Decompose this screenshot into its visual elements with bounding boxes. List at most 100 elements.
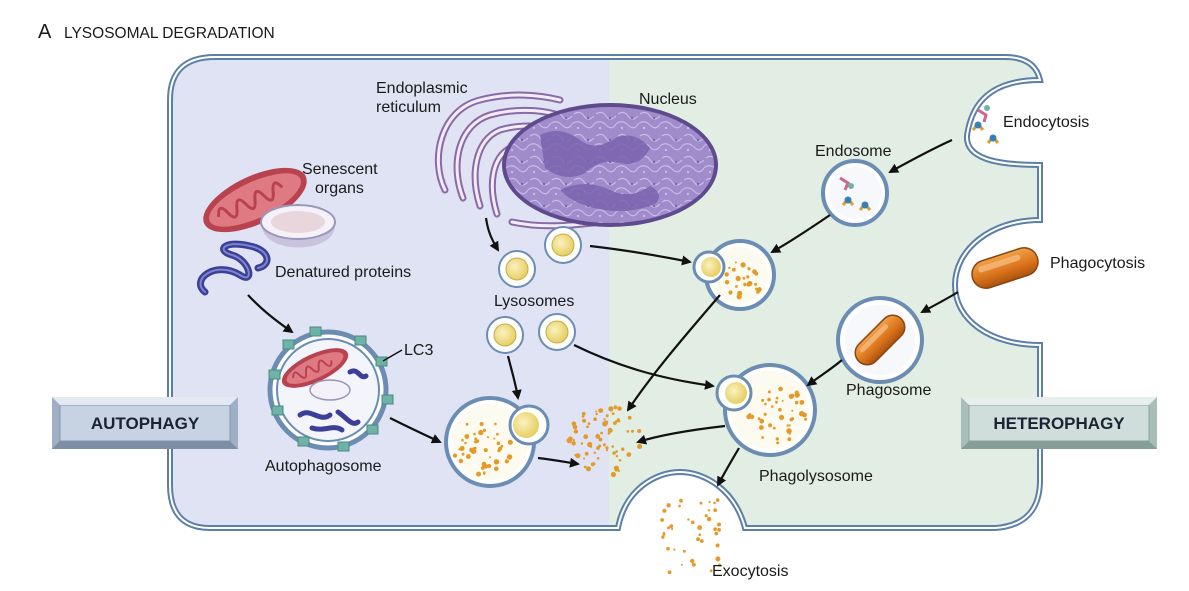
degradation-dot	[791, 393, 795, 397]
degradation-dot	[459, 446, 465, 451]
degradation-dot	[572, 438, 575, 442]
degradation-dot	[763, 412, 767, 416]
arrow	[636, 424, 726, 445]
degradation-dot	[754, 271, 759, 276]
degradation-dot	[605, 414, 609, 418]
exocytosis-dot	[697, 525, 702, 530]
lc3-markers	[268, 326, 394, 452]
degradation-dot	[754, 282, 758, 286]
degradation-dot	[507, 439, 513, 445]
degradation-dot	[749, 414, 755, 419]
exocytosis-dot	[709, 569, 713, 573]
exocytosis-dot	[692, 562, 696, 567]
degradation-dot	[598, 437, 603, 442]
exocytosis-dot	[713, 501, 716, 505]
exocytosis-dot	[673, 548, 676, 551]
autophagy-box-label: AUTOPHAGY	[91, 414, 200, 433]
degradation-dot	[497, 446, 503, 451]
degradation-dot	[615, 450, 618, 453]
degradation-dot	[621, 447, 625, 451]
degradation-dot	[598, 409, 601, 412]
degradation-dot	[761, 436, 764, 439]
exocytosis-dot	[717, 522, 721, 527]
degradation-dot	[586, 466, 591, 472]
exocytosis-dot	[717, 528, 721, 532]
lysosomes	[486, 226, 582, 354]
arrow	[717, 447, 740, 487]
degradation-dot	[605, 446, 609, 450]
degradation-dot	[494, 466, 499, 472]
label-senescent-line1: Senescent	[302, 161, 378, 178]
label-autophagosome: Autophagosome	[265, 458, 382, 475]
exocytosis-dot	[715, 543, 720, 548]
degradation-dot	[581, 415, 585, 418]
lysosome	[486, 316, 524, 354]
exocytosis-dot	[708, 500, 711, 504]
label-lysosomes: Lysosomes	[494, 293, 574, 310]
label-endosome: Endosome	[815, 143, 892, 160]
degradation-dot	[612, 451, 616, 455]
degradation-dot	[775, 396, 779, 400]
degradation-dot	[761, 398, 765, 402]
degradation-dot	[743, 282, 747, 287]
degradation-dot	[757, 417, 761, 420]
exocytosis-dot	[669, 524, 674, 528]
degradation-dot	[611, 412, 615, 415]
exocytosis-dot	[682, 549, 686, 553]
exocytosis-dot	[699, 501, 703, 505]
degradation-dot	[473, 432, 476, 436]
lysosome	[498, 250, 536, 288]
exocytosis-dot	[690, 558, 695, 564]
degradation-dot	[489, 456, 491, 459]
arrow	[770, 214, 831, 253]
degradation-dot	[464, 434, 470, 439]
exocytosis-dot	[704, 514, 708, 518]
degradation-dot	[466, 454, 471, 459]
degradation-dot	[472, 447, 476, 451]
label-phagocytosis: Phagocytosis	[1050, 255, 1145, 272]
degradation-dot	[637, 444, 643, 449]
heterophagy-box-label: HETEROPHAGY	[993, 414, 1125, 433]
degradation-dot	[626, 430, 630, 433]
degradation-dot	[627, 415, 632, 420]
lysosome	[538, 313, 576, 351]
exocytosis-dot	[661, 535, 665, 539]
degradation-dot	[724, 272, 729, 277]
degradation-dot	[461, 438, 464, 442]
arrow	[247, 294, 294, 334]
degradation-dot	[626, 452, 632, 457]
arrow	[537, 456, 580, 468]
degradation-dot	[767, 390, 771, 394]
degradation-dot	[505, 460, 509, 464]
exocytosis-dot	[713, 508, 718, 512]
degradation-dot	[747, 267, 751, 271]
exocytosis-dot	[666, 503, 671, 508]
degradation-dot	[748, 413, 752, 416]
degradation-dot	[452, 453, 458, 458]
degradation-dot	[610, 471, 617, 478]
degradation-dot	[617, 406, 622, 411]
degradation-dot	[593, 417, 597, 422]
endocytosis-receptors	[971, 105, 1000, 144]
exocytosis-dot	[718, 563, 722, 567]
autophagy-box: AUTOPHAGY	[52, 397, 238, 449]
degradation-dot	[482, 428, 487, 432]
degradation-dot	[615, 420, 618, 423]
degradation-dot	[575, 453, 581, 459]
nucleus	[502, 103, 718, 227]
exocytosis-dot	[691, 520, 695, 525]
degradation-dot	[596, 457, 600, 460]
degradation-dot	[481, 461, 487, 467]
figure-title: LYSOSOMAL DEGRADATION	[64, 25, 275, 42]
degradation-dot	[747, 280, 753, 287]
label-er-line2: reticulum	[376, 99, 441, 116]
endolysosome	[692, 239, 776, 311]
degradation-dot	[595, 412, 598, 416]
arrow	[573, 344, 715, 390]
bacterium	[971, 247, 1039, 289]
exocytosis-dot	[707, 509, 711, 512]
label-nucleus: Nucleus	[639, 91, 697, 108]
exocytosis-dot	[671, 527, 674, 531]
exocytosis-dot	[679, 498, 683, 503]
